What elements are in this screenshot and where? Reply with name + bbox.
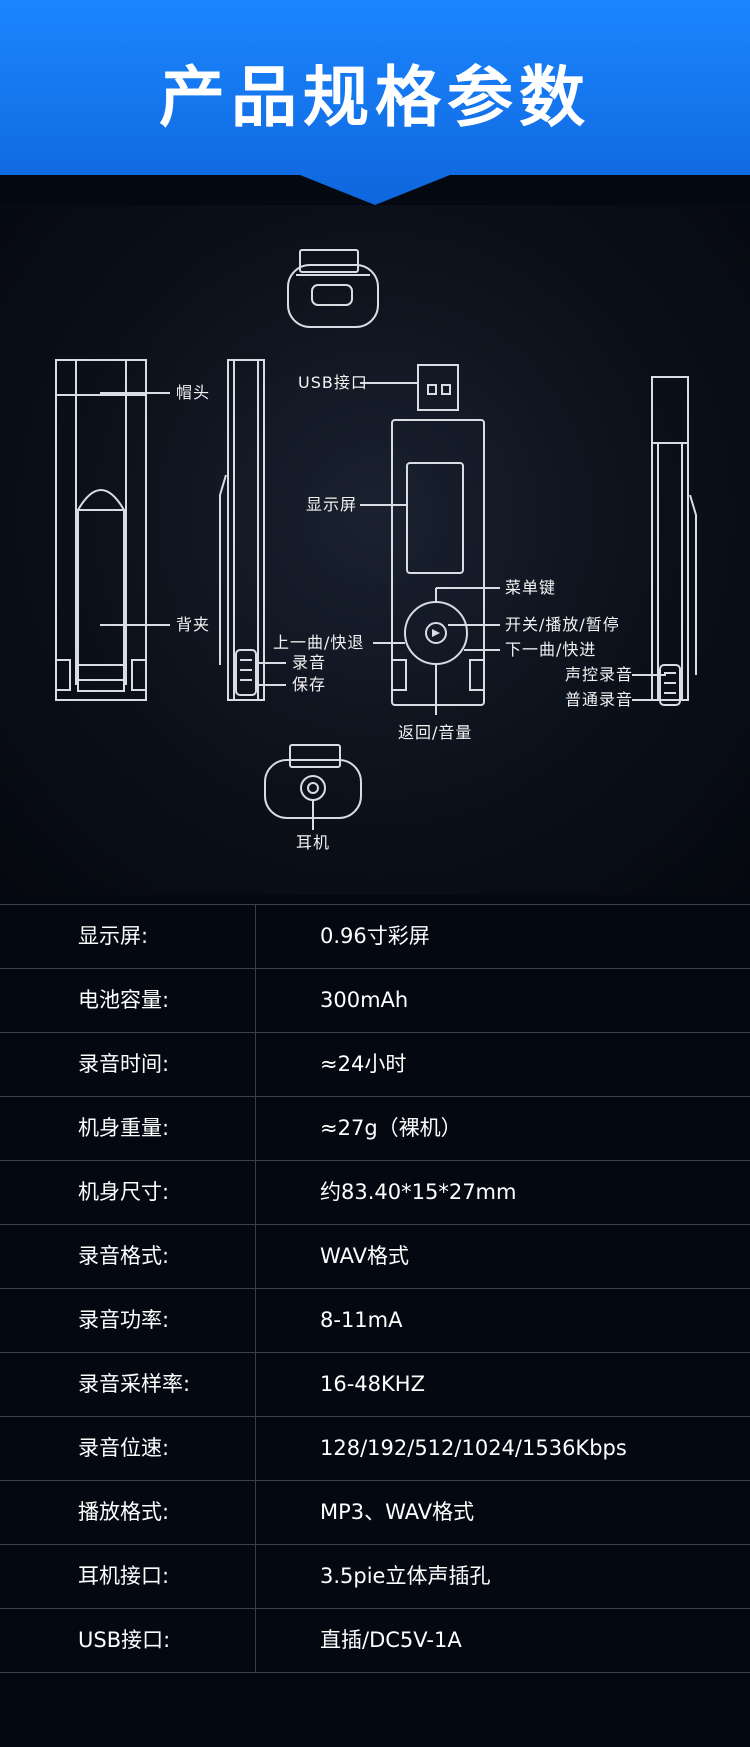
page-title: 产品规格参数 [159,59,591,136]
device-line-drawing [55,249,697,830]
label-menu-key: 菜单键 [505,578,557,597]
label-cap: 帽头 [176,383,211,402]
table-row: 录音格式: WAV格式 [0,1225,750,1289]
label-clip: 背夹 [176,615,211,634]
spec-value: 直插/DC5V-1A [320,1628,462,1652]
table-row: 录音采样率: 16-48KHZ [0,1353,750,1417]
label-next-forward: 下一曲/快进 [505,640,597,659]
spec-key: 耳机接口: [78,1564,170,1588]
label-voice-record: 声控录音 [565,665,634,684]
table-row: 电池容量: 300mAh [0,969,750,1033]
spec-value: 8-11mA [320,1308,403,1332]
label-back-volume: 返回/音量 [398,723,473,742]
front-view-main [360,364,500,715]
spec-key: 录音采样率: [78,1372,191,1396]
table-row: 耳机接口: 3.5pie立体声插孔 [0,1545,750,1609]
spec-value: 128/192/512/1024/1536Kbps [320,1436,627,1460]
spec-key: 录音位速: [78,1436,170,1460]
spec-value: ≈24小时 [320,1052,407,1076]
side-view-left [219,359,286,701]
label-display: 显示屏 [306,495,358,514]
spec-key: 录音格式: [78,1244,170,1268]
header-banner: 产品规格参数 [0,0,750,205]
spec-key: 电池容量: [78,988,170,1012]
spec-key: 播放格式: [78,1500,170,1524]
table-row: 录音功率: 8-11mA [0,1289,750,1353]
top-view [287,249,379,328]
spec-value: MP3、WAV格式 [320,1500,475,1524]
table-row: 机身尺寸: 约83.40*15*27mm [0,1161,750,1225]
spec-value: ≈27g（裸机） [320,1116,462,1140]
label-power-play-pause: 开关/播放/暂停 [505,615,620,634]
label-record: 录音 [292,653,327,672]
table-row: USB接口: 直插/DC5V-1A [0,1609,750,1673]
spec-value: WAV格式 [320,1244,410,1268]
spec-key: 机身重量: [78,1116,170,1140]
label-earphone: 耳机 [296,833,331,852]
front-view-clip [55,359,170,701]
header-banner-shape [0,0,750,205]
spec-value: 3.5pie立体声插孔 [320,1564,491,1588]
table-row: 机身重量: ≈27g（裸机） [0,1097,750,1161]
table-row: 显示屏: 0.96寸彩屏 [0,904,750,969]
spec-value: 300mAh [320,988,409,1012]
table-row: 录音位速: 128/192/512/1024/1536Kbps [0,1417,750,1481]
spec-key: 显示屏: [78,924,149,948]
spec-key: USB接口: [78,1628,171,1652]
spec-key: 机身尺寸: [78,1180,170,1204]
spec-key: 录音功率: [78,1308,170,1332]
table-row: 录音时间: ≈24小时 [0,1033,750,1097]
label-save: 保存 [292,675,327,694]
table-row: 播放格式: MP3、WAV格式 [0,1481,750,1545]
label-normal-record: 普通录音 [565,690,634,709]
spec-value: 约83.40*15*27mm [320,1180,517,1204]
label-usb-port: USB接口 [298,373,368,392]
spec-value: 0.96寸彩屏 [320,924,430,948]
spec-value: 16-48KHZ [320,1372,425,1396]
spec-key: 录音时间: [78,1052,170,1076]
side-view-right [632,376,697,706]
spec-table: 显示屏: 0.96寸彩屏 电池容量: 300mAh 录音时间: ≈24小时 机身重量:… [0,904,750,1673]
label-prev-rewind: 上一曲/快退 [273,633,365,652]
product-diagram: 帽头 背夹 USB接口 显示屏 菜单键 开关/播放/暂停 上一曲/快退 下一曲/… [0,205,750,895]
bottom-view [264,744,362,830]
